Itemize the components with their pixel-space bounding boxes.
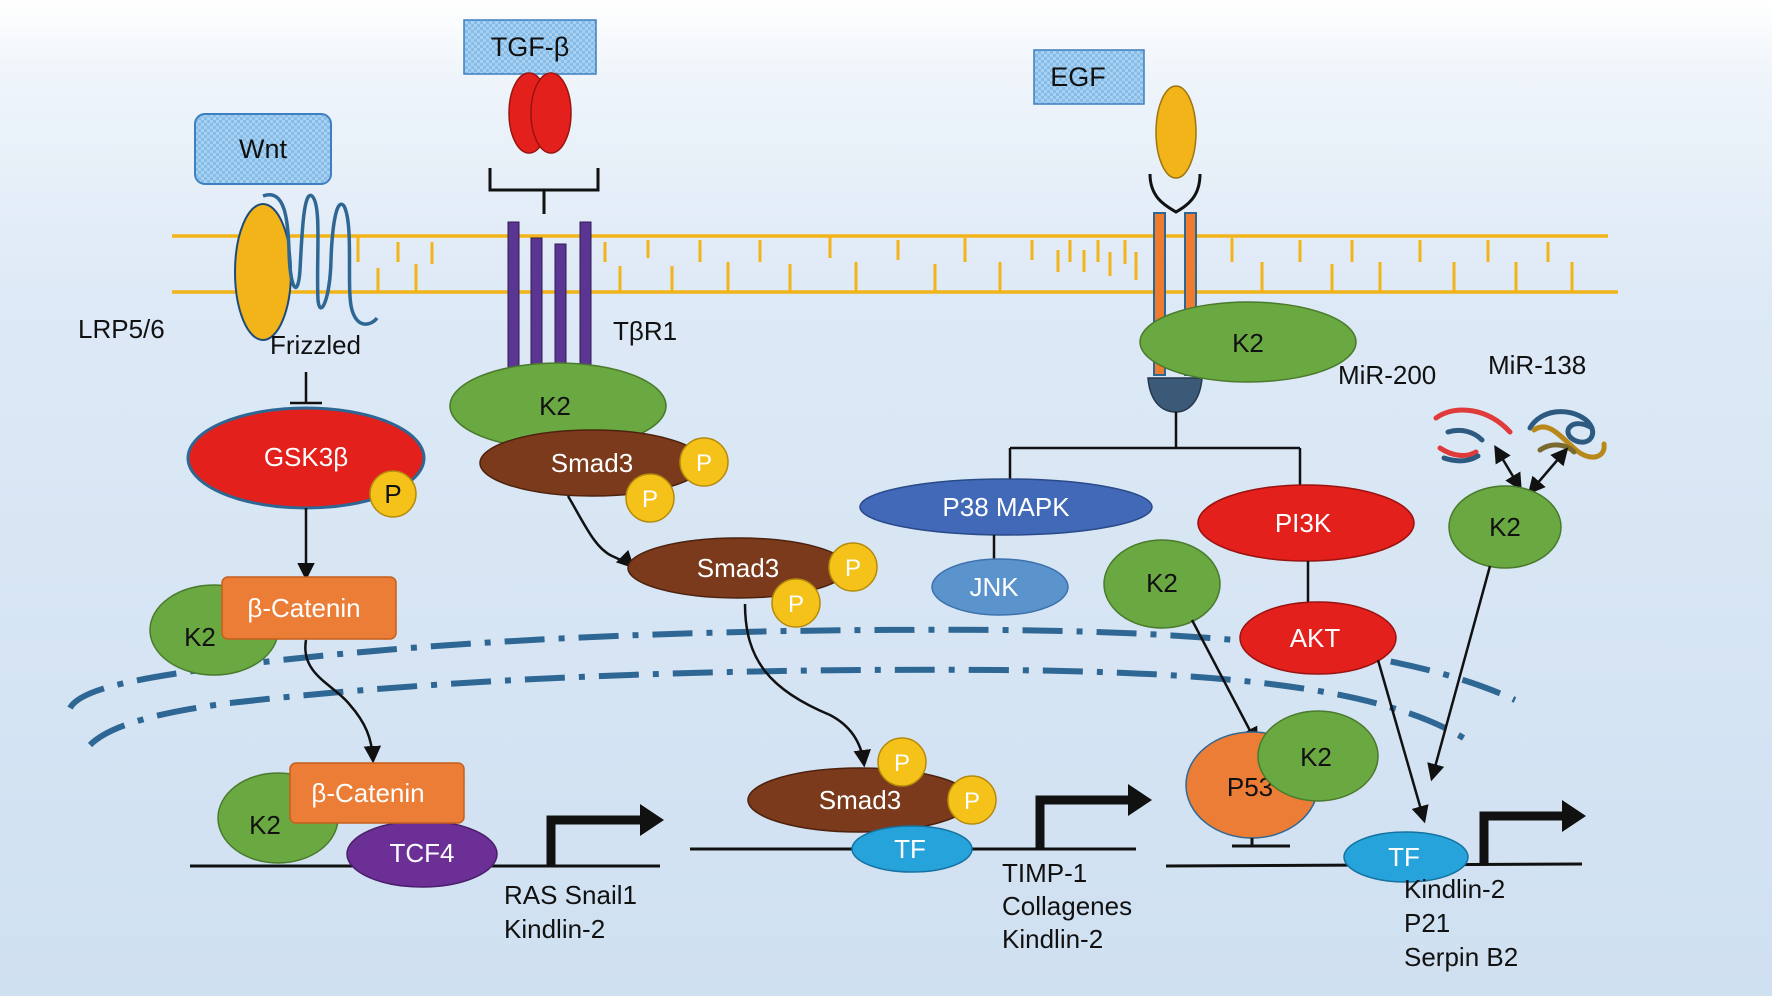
inhibition-mark xyxy=(290,372,322,405)
mir200-label: MiR-200 xyxy=(1338,360,1436,390)
svg-text:K2: K2 xyxy=(1146,568,1178,598)
transcription-arrow-head-wnt xyxy=(640,804,664,836)
egf-pathway: EGF K2 MiR-200 MiR-138 xyxy=(859,49,1607,972)
frizzled-receptor xyxy=(262,193,379,326)
arrow-akt-tf xyxy=(1376,659,1429,824)
arrow-bcatenin-nucleus xyxy=(304,639,382,764)
egf-target-gene-1: Kindlin-2 xyxy=(1404,874,1505,904)
tgfb-dimer-right xyxy=(530,72,572,154)
svg-text:P38 MAPK: P38 MAPK xyxy=(942,492,1070,522)
tf-node-tgfb: TF xyxy=(851,825,973,873)
svg-text:Smad3: Smad3 xyxy=(697,553,779,583)
p38-mapk-node: P38 MAPK xyxy=(859,478,1153,536)
svg-text:JNK: JNK xyxy=(969,572,1019,602)
svg-text:P: P xyxy=(788,591,804,618)
lrp-label: LRP5/6 xyxy=(78,314,165,344)
branch-egfr xyxy=(1008,412,1302,500)
svg-text:K2: K2 xyxy=(539,391,571,421)
gsk3b-label: GSK3β xyxy=(264,442,348,472)
arrow-k2-mir138 xyxy=(1527,447,1569,495)
wnt-ligand: Wnt xyxy=(194,113,332,185)
cell-membrane xyxy=(172,234,1618,294)
transcription-arrow-egf xyxy=(1479,811,1562,864)
phospho-badge: P xyxy=(771,578,821,628)
svg-text:K2: K2 xyxy=(184,622,216,652)
k2-node-mirna: K2 xyxy=(1448,485,1562,569)
gsk3b-node: GSK3β xyxy=(186,406,426,510)
egf-target-gene-3: Serpin B2 xyxy=(1404,942,1518,972)
svg-text:Smad3: Smad3 xyxy=(819,785,901,815)
svg-text:P: P xyxy=(642,486,658,513)
phospho-badge: P xyxy=(828,542,878,592)
mir200-strand xyxy=(1433,407,1513,464)
svg-text:TF: TF xyxy=(1388,842,1420,872)
egf-ligand-shape xyxy=(1155,85,1197,179)
svg-text:P: P xyxy=(845,555,861,582)
tgfb-ligand: TGF-β xyxy=(463,19,597,75)
arrow-k2-tf-egf xyxy=(1427,565,1492,782)
lrp-receptor xyxy=(234,203,292,341)
svg-text:β-Catenin: β-Catenin xyxy=(311,778,424,808)
wnt-target-gene-1: RAS Snail1 xyxy=(504,880,637,910)
svg-text:PI3K: PI3K xyxy=(1275,508,1332,538)
svg-text:K2: K2 xyxy=(249,810,281,840)
egf-target-gene-2: P21 xyxy=(1404,908,1450,938)
p53-inhibition-mark xyxy=(1232,838,1290,848)
jnk-node: JNK xyxy=(931,558,1069,616)
tf-node-egf: TF xyxy=(1343,831,1469,883)
svg-text:Smad3: Smad3 xyxy=(551,448,633,478)
bcatenin-node-cytoplasm: β-Catenin xyxy=(221,576,397,640)
arrow-k2-p53 xyxy=(1190,619,1258,746)
k2-node-p53-input: K2 xyxy=(1103,539,1221,629)
svg-text:β-Catenin: β-Catenin xyxy=(247,593,360,623)
svg-text:AKT: AKT xyxy=(1290,623,1341,653)
transcription-arrow-head-tgfb xyxy=(1128,784,1152,816)
svg-text:P: P xyxy=(964,788,980,815)
egfr-binding-cup xyxy=(1148,173,1202,214)
k2-node-egfr: K2 xyxy=(1139,301,1357,383)
svg-text:P: P xyxy=(696,450,712,477)
wnt-label: Wnt xyxy=(239,134,288,164)
tgfb-pathway: TGF-β TβR1 K2 Smad3 P P xyxy=(449,19,1152,954)
tgfb-label: TGF-β xyxy=(491,32,570,62)
phospho-badge: P xyxy=(679,437,729,487)
tcf4-node: TCF4 xyxy=(346,820,498,888)
transcription-arrow-wnt xyxy=(546,815,640,866)
arrow-k2-mir200 xyxy=(1494,444,1522,492)
svg-text:K2: K2 xyxy=(1489,512,1521,542)
phospho-badge: P xyxy=(947,775,997,825)
svg-text:K2: K2 xyxy=(1300,742,1332,772)
k2-node-p53: K2 xyxy=(1257,710,1379,802)
bcatenin-node-nucleus: β-Catenin xyxy=(289,762,465,824)
svg-text:P: P xyxy=(384,479,401,509)
phospho-badge: P xyxy=(877,737,927,787)
svg-text:TF: TF xyxy=(894,834,926,864)
tbr1-label: TβR1 xyxy=(613,316,677,346)
receptor-bracket-tgfb xyxy=(488,168,600,214)
svg-text:K2: K2 xyxy=(1232,328,1264,358)
svg-text:TCF4: TCF4 xyxy=(390,838,455,868)
tgfb-target-gene-3: Kindlin-2 xyxy=(1002,924,1103,954)
transcription-arrow-tgfb xyxy=(1035,795,1128,849)
akt-node: AKT xyxy=(1239,601,1397,675)
mir138-label: MiR-138 xyxy=(1488,350,1586,380)
wnt-target-gene-2: Kindlin-2 xyxy=(504,914,605,944)
smad3-node-nucleus: Smad3 xyxy=(747,767,973,833)
wnt-pathway: Wnt LRP5/6 Frizzled GSK3β P K2 β-Catenin… xyxy=(78,113,664,944)
egf-ligand: EGF xyxy=(1033,49,1145,105)
svg-text:P: P xyxy=(894,750,910,777)
phospho-badge: P xyxy=(625,473,675,523)
tgfb-target-gene-1: TIMP-1 xyxy=(1002,858,1087,888)
tgfb-target-gene-2: Collagenes xyxy=(1002,891,1132,921)
egf-label: EGF xyxy=(1050,62,1106,92)
transcription-arrow-head-egf xyxy=(1562,800,1586,832)
pi3k-node: PI3K xyxy=(1197,484,1415,562)
arrow-smad3-nucleus xyxy=(743,603,871,768)
frizzled-label: Frizzled xyxy=(270,330,361,360)
phospho-badge: P xyxy=(369,470,417,518)
